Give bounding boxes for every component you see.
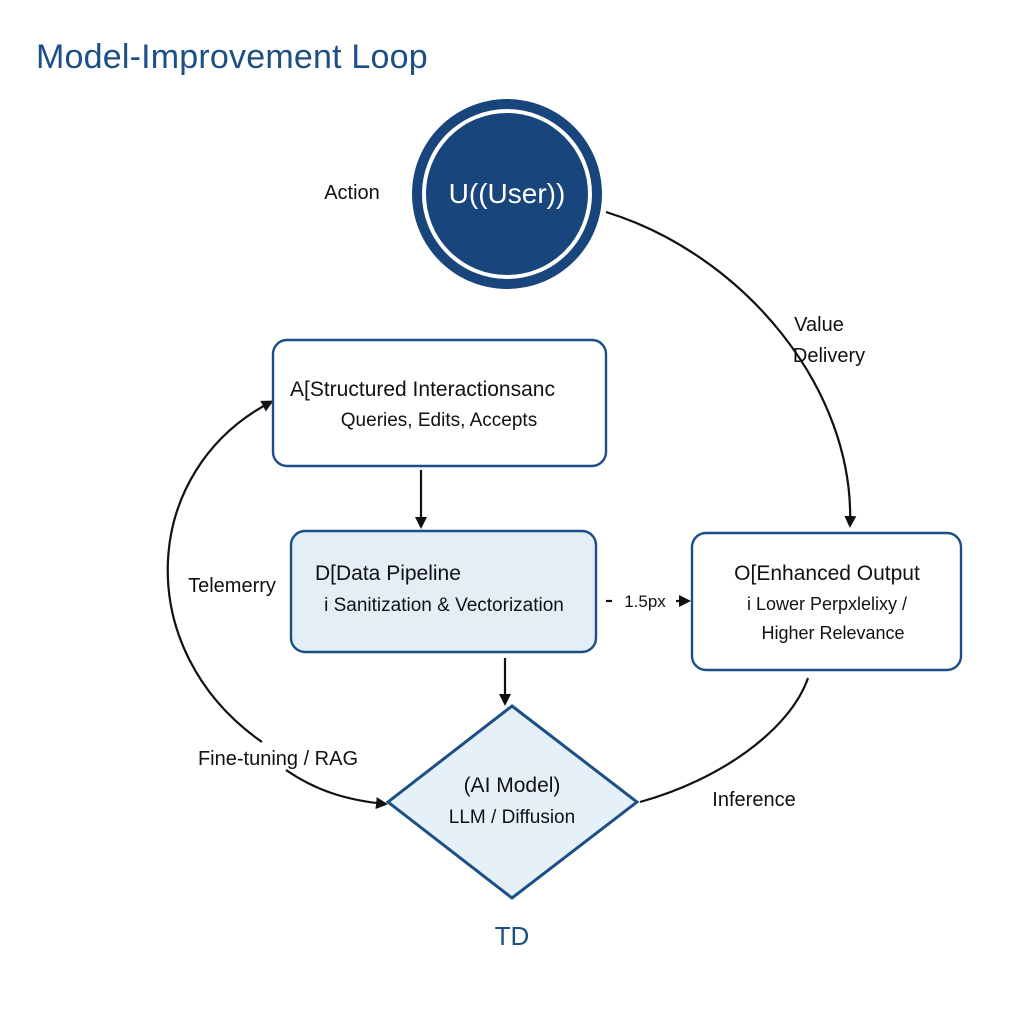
node-interactions-line2: Queries, Edits, Accepts: [341, 410, 537, 431]
label-delivery: Delivery: [793, 345, 865, 367]
label-action: Action: [324, 182, 380, 204]
node-user[interactable]: U((User)): [412, 99, 602, 289]
node-user-label: U((User)): [449, 178, 566, 209]
node-output-line3: Higher Relevance: [761, 623, 904, 643]
node-output-line1: O[Enhanced Output: [734, 562, 920, 585]
label-value: Value: [794, 314, 844, 336]
node-model-line1: (AI Model): [464, 774, 561, 797]
edge-labels: Action Value Delivery Telemerry Fine-tun…: [188, 182, 865, 811]
label-inference: Inference: [712, 789, 795, 811]
label-finetune: Fine-tuning / RAG: [198, 748, 358, 770]
node-pipeline-line2: i Sanitization & Vectorization: [324, 595, 564, 616]
footer-td: TD: [495, 921, 530, 951]
node-interactions[interactable]: A[Structured Interactionsanc Queries, Ed…: [271, 338, 608, 468]
node-model[interactable]: (AI Model) LLM / Diffusion: [385, 704, 640, 900]
edge-value-delivery: [605, 210, 857, 528]
node-output-line2: i Lower Perpxlelixy /: [747, 594, 907, 614]
edge-telemetry: [166, 400, 274, 743]
label-telemetry: Telemerry: [188, 575, 276, 597]
edge-finetune: [285, 769, 388, 810]
node-output[interactable]: O[Enhanced Output i Lower Perpxlelixy / …: [690, 531, 963, 672]
edges: [166, 210, 857, 810]
node-model-line2: LLM / Diffusion: [449, 807, 575, 828]
node-pipeline[interactable]: D[Data Pipeline i Sanitization & Vectori…: [289, 529, 598, 654]
node-interactions-line1: A[Structured Interactionsanc: [290, 378, 555, 401]
diagram-title: Model-Improvement Loop: [36, 38, 428, 76]
node-pipeline-line1: D[Data Pipeline: [315, 562, 461, 585]
label-px: 1.5px: [624, 592, 666, 611]
edge-inference: [639, 677, 810, 804]
